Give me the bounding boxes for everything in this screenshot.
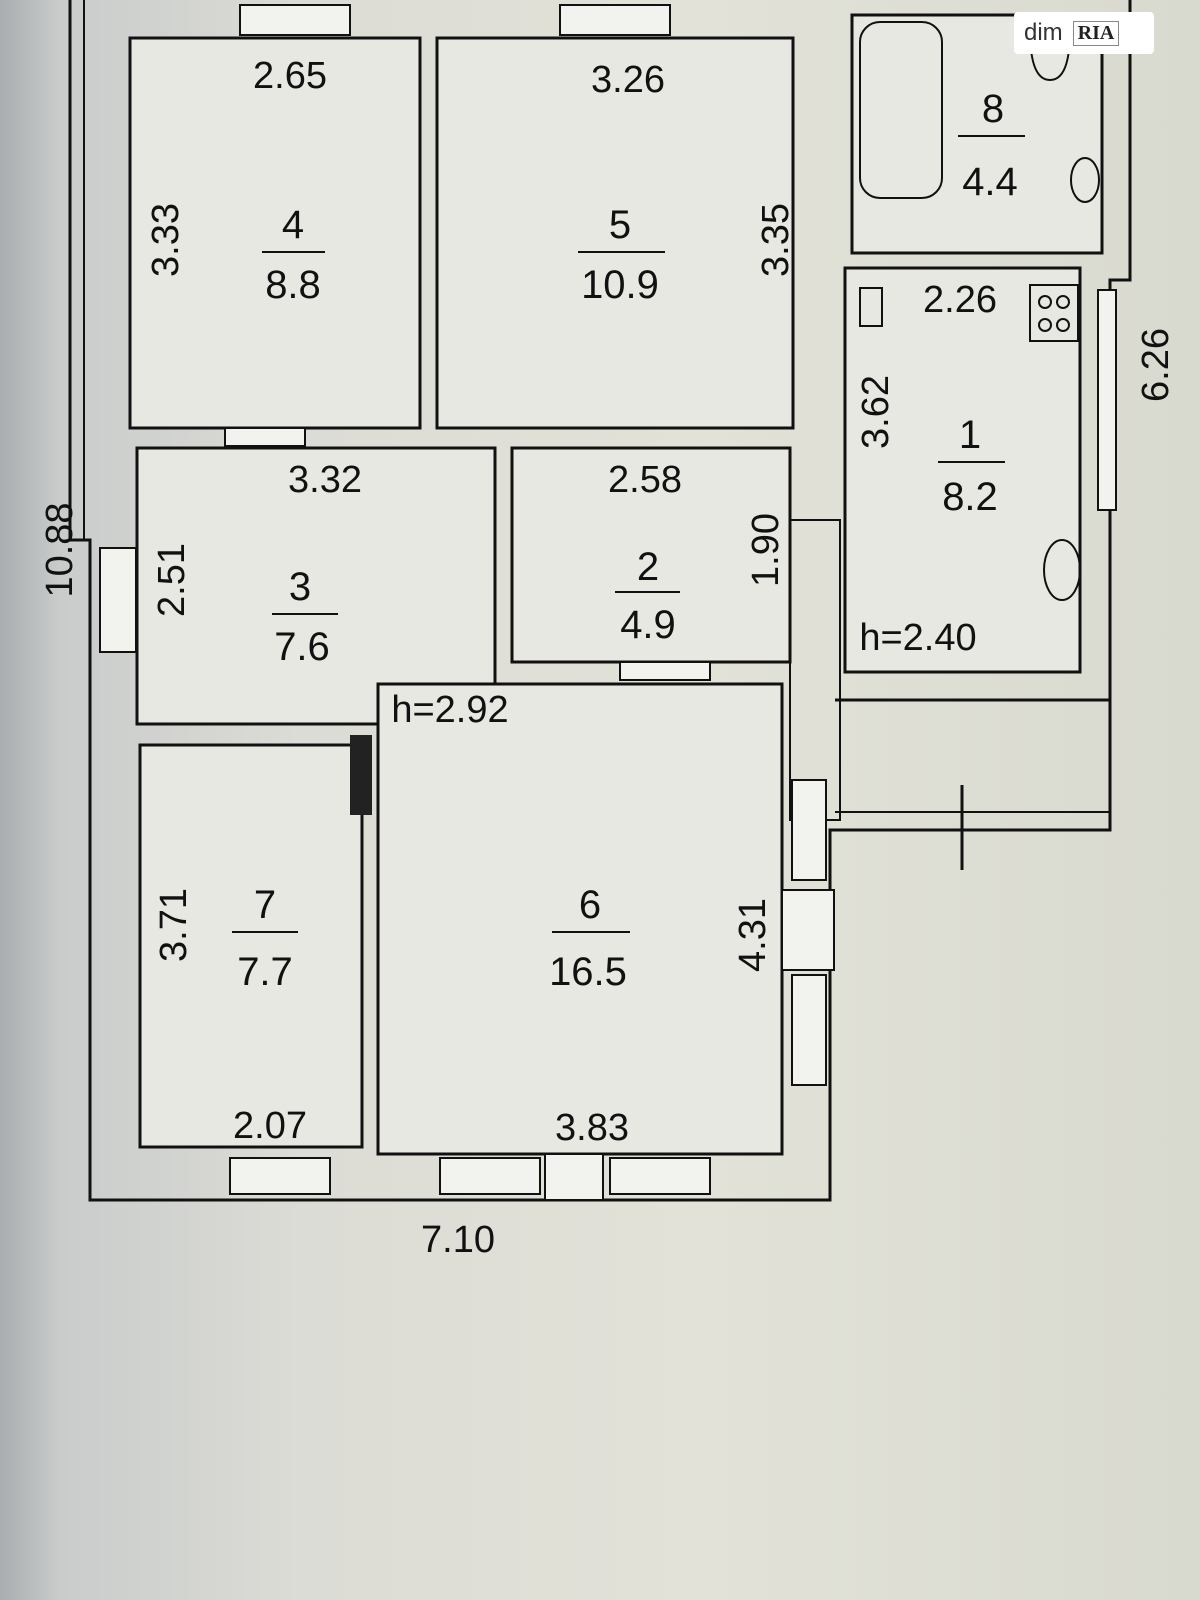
room-6: [376, 682, 784, 1156]
ceiling-height-kitchen: h=2.40: [859, 617, 976, 659]
room-area: 8.8: [265, 263, 321, 307]
room-number: 8: [982, 87, 1004, 131]
dim-room4-width: 2.65: [253, 55, 327, 97]
room-1: [843, 266, 1082, 674]
room-number: 3: [289, 565, 311, 609]
dim-room1-height: 3.62: [855, 375, 897, 449]
window-right-1: [791, 779, 827, 881]
room-number: 1: [959, 413, 981, 457]
radiator-icon: [859, 287, 883, 327]
room-area: 4.4: [962, 160, 1018, 204]
watermark-text: dim: [1024, 19, 1063, 46]
room-2: [510, 446, 792, 664]
room-number: 7: [254, 883, 276, 927]
dim-room2-height: 1.90: [745, 513, 787, 587]
outer-wall: [68, 0, 1132, 1202]
window-right-3: [791, 974, 827, 1086]
toilet-icon: [1070, 157, 1100, 203]
dim-room1-width: 2.26: [923, 279, 997, 321]
window-top-right: [559, 4, 671, 36]
room-8: [850, 13, 1104, 255]
room-label-3: 3 7.6: [272, 565, 338, 669]
watermark-logo: dim RIA: [1014, 12, 1154, 54]
burner-icon: [1038, 318, 1052, 332]
room-area: 7.6: [274, 625, 330, 669]
room-label-8: 8 4.4: [958, 87, 1025, 204]
room-area: 4.9: [620, 603, 676, 647]
dim-right-wing-height: 6.26: [1135, 328, 1177, 402]
dim-room4-height: 3.33: [145, 203, 187, 277]
door-room4: [224, 427, 306, 447]
burner-icon: [1056, 295, 1070, 309]
dim-room7-width: 2.07: [233, 1105, 307, 1147]
window-bottom-3: [609, 1157, 711, 1195]
room-label-1: 1 8.2: [938, 413, 1005, 519]
dim-room3-width: 3.32: [288, 459, 362, 501]
room-7: [138, 743, 364, 1149]
dim-room5-width: 3.26: [591, 59, 665, 101]
room-area: 7.7: [237, 950, 293, 994]
dim-overall-width: 7.10: [421, 1219, 495, 1261]
ria-logo: RIA: [1072, 20, 1120, 46]
dim-room3-height: 2.51: [151, 543, 193, 617]
room-number: 4: [282, 203, 304, 247]
dim-overall-height: 10.88: [39, 502, 81, 597]
window-bottom-1: [229, 1157, 331, 1195]
window-left: [99, 547, 137, 653]
window-kitchen: [1097, 289, 1117, 511]
room-number: 6: [579, 883, 601, 927]
room-label-7: 7 7.7: [232, 883, 298, 994]
room-label-4: 4 8.8: [262, 203, 325, 307]
entrance-wall: [835, 698, 1112, 830]
burner-icon: [1038, 295, 1052, 309]
room-area: 16.5: [549, 950, 627, 994]
dim-room6-height: 4.31: [732, 898, 774, 972]
window-right-2: [781, 889, 835, 971]
dim-room5-height: 3.35: [755, 203, 797, 277]
room-label-6: 6 16.5: [549, 883, 630, 994]
room-label-2: 2 4.9: [615, 545, 680, 647]
room-4: [128, 36, 422, 430]
room-number: 2: [637, 545, 659, 589]
stove-icon: [1029, 284, 1079, 342]
window-top-left: [239, 4, 351, 36]
dim-room6-width: 3.83: [555, 1107, 629, 1149]
window-bottom-2: [439, 1157, 541, 1195]
corridor: [789, 519, 841, 821]
kitchen-sink-icon: [1043, 539, 1081, 601]
burner-icon: [1056, 318, 1070, 332]
room-label-5: 5 10.9: [578, 203, 665, 307]
room-number: 5: [609, 203, 631, 247]
window-bottom-pier: [544, 1153, 604, 1201]
bathtub-icon: [859, 21, 943, 199]
sink-icon: [1029, 29, 1071, 82]
room-5: [435, 36, 795, 430]
room-area: 8.2: [942, 475, 998, 519]
dim-room7-height: 3.71: [153, 888, 195, 962]
door-room7: [350, 735, 372, 815]
ceiling-height-main: h=2.92: [391, 689, 508, 731]
dim-room2-width: 2.58: [608, 459, 682, 501]
door-room2: [619, 661, 711, 681]
room-area: 10.9: [581, 263, 659, 307]
